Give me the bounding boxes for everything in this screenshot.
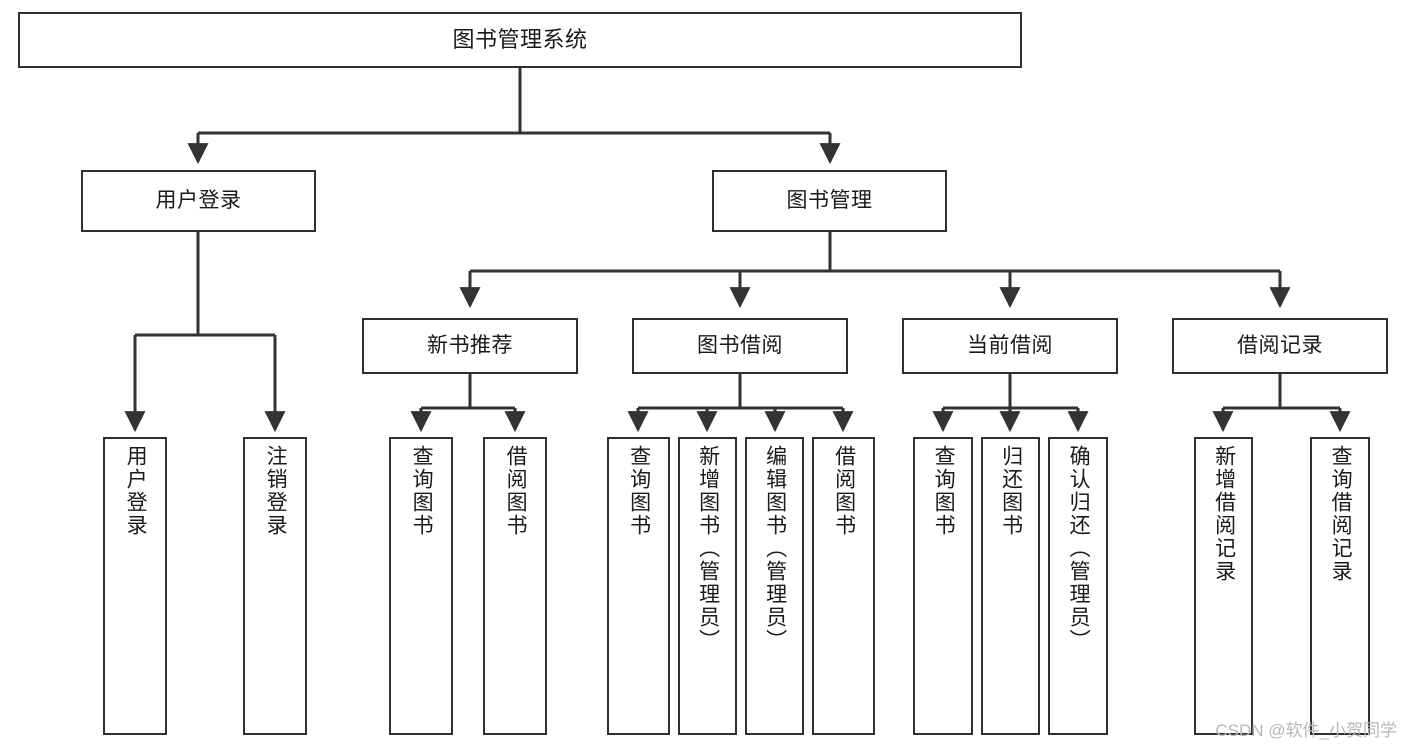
node-leaf-add-book-label: 新增图书（管理员） [696, 445, 720, 652]
node-leaf-logout[interactable]: 注销登录 [243, 437, 307, 735]
node-leaf-borrow-book-2[interactable]: 借阅图书 [812, 437, 875, 735]
node-leaf-user-login[interactable]: 用户登录 [103, 437, 167, 735]
csdn-watermark: CSDN @软件_小贺同学 [1215, 721, 1397, 740]
node-leaf-query-record-label: 查询借阅记录 [1329, 445, 1353, 583]
node-book-manage-label: 图书管理 [786, 189, 873, 213]
node-book-borrow[interactable]: 图书借阅 [632, 318, 848, 374]
node-leaf-return-book[interactable]: 归还图书 [981, 437, 1040, 735]
node-user-login[interactable]: 用户登录 [81, 170, 316, 232]
node-user-login-label: 用户登录 [155, 189, 242, 213]
node-leaf-add-record-label: 新增借阅记录 [1212, 445, 1236, 583]
node-leaf-add-record[interactable]: 新增借阅记录 [1194, 437, 1253, 735]
node-leaf-logout-label: 注销登录 [264, 445, 288, 537]
node-book-manage[interactable]: 图书管理 [712, 170, 947, 232]
node-leaf-confirm-return[interactable]: 确认归还（管理员） [1048, 437, 1108, 735]
node-leaf-edit-book-label: 编辑图书（管理员） [763, 445, 787, 652]
node-root-label: 图书管理系统 [452, 26, 588, 52]
node-leaf-borrow-book-2-label: 借阅图书 [832, 445, 856, 537]
node-borrow-record-label: 借阅记录 [1237, 334, 1323, 358]
node-current-borrow[interactable]: 当前借阅 [902, 318, 1118, 374]
node-leaf-confirm-return-label: 确认归还（管理员） [1067, 445, 1091, 652]
node-leaf-query-record[interactable]: 查询借阅记录 [1310, 437, 1370, 735]
node-borrow-record[interactable]: 借阅记录 [1172, 318, 1388, 374]
node-leaf-borrow-book-1-label: 借阅图书 [504, 445, 528, 537]
node-leaf-add-book[interactable]: 新增图书（管理员） [678, 437, 737, 735]
node-leaf-return-book-label: 归还图书 [999, 445, 1023, 537]
node-leaf-user-login-label: 用户登录 [124, 445, 148, 537]
node-leaf-query-book-1[interactable]: 查询图书 [389, 437, 453, 735]
node-leaf-edit-book[interactable]: 编辑图书（管理员） [745, 437, 804, 735]
node-new-book-recommend-label: 新书推荐 [427, 334, 513, 358]
node-leaf-query-book-3-label: 查询图书 [932, 445, 956, 537]
node-root[interactable]: 图书管理系统 [18, 12, 1022, 68]
node-current-borrow-label: 当前借阅 [967, 334, 1053, 358]
node-leaf-query-book-2[interactable]: 查询图书 [607, 437, 670, 735]
node-leaf-query-book-1-label: 查询图书 [410, 445, 434, 537]
node-leaf-query-book-3[interactable]: 查询图书 [913, 437, 973, 735]
node-book-borrow-label: 图书借阅 [697, 334, 783, 358]
node-leaf-borrow-book-1[interactable]: 借阅图书 [483, 437, 547, 735]
node-leaf-query-book-2-label: 查询图书 [627, 445, 651, 537]
node-new-book-recommend[interactable]: 新书推荐 [362, 318, 578, 374]
